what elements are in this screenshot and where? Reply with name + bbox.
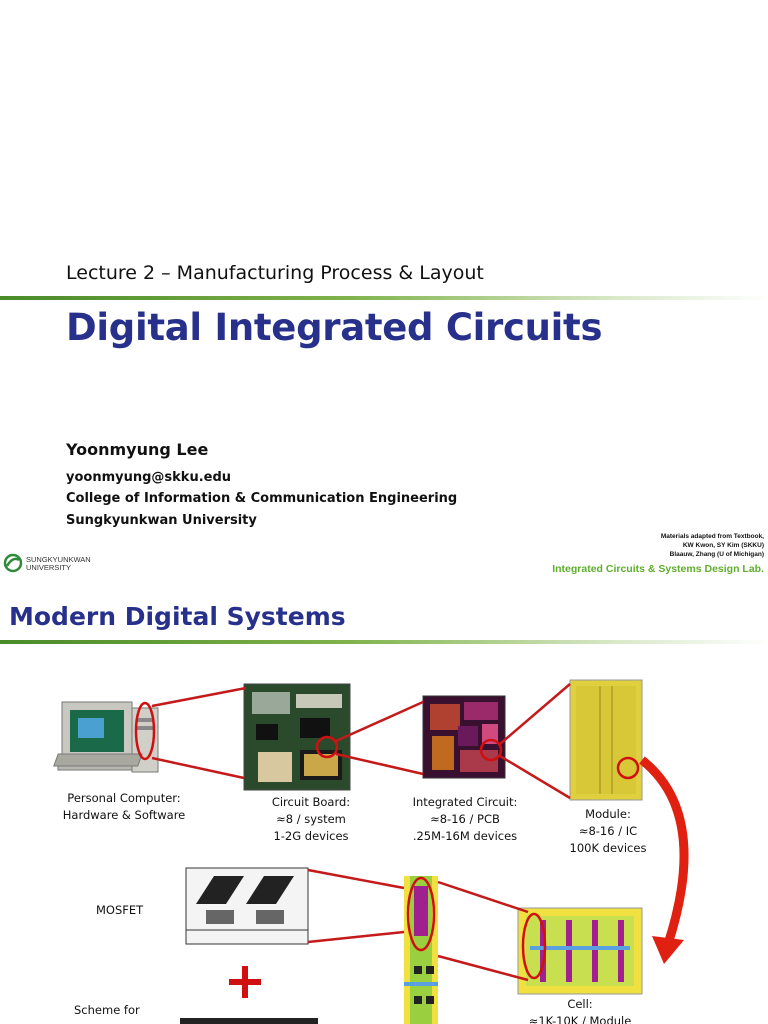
caption-line: 100K devices <box>569 841 647 855</box>
plus-icon <box>229 966 261 998</box>
cell-highlight-circle <box>521 912 547 980</box>
caption-line: Circuit Board: <box>271 795 351 809</box>
pc-highlight-circle <box>134 701 156 761</box>
university-logo-icon <box>3 553 23 573</box>
caption-line: ≈8 / system <box>276 812 346 826</box>
logo-text: SUNGKYUNKWAN UNIVERSITY <box>26 556 91 572</box>
cell-caption: Cell: ≈1K-10K / Module <box>510 996 650 1024</box>
connector-lines <box>151 683 571 800</box>
pc-caption: Personal Computer: Hardware & Software <box>44 790 204 824</box>
module-highlight-circle <box>616 756 640 780</box>
personal-computer-icon <box>53 701 159 773</box>
mosfet-label: MOSFET <box>96 903 144 917</box>
lab-name: Integrated Circuits & Systems Design Lab… <box>552 563 764 575</box>
ic-highlight-circle <box>479 738 503 762</box>
author-name: Yoonmyung Lee <box>66 440 209 459</box>
caption-line: Cell: <box>567 997 593 1011</box>
slide-title: Digital Integrated Circuits <box>66 306 603 349</box>
scheme-graphic <box>180 1018 318 1024</box>
author-college: College of Information & Communication E… <box>66 491 458 506</box>
module-to-cell-arrow <box>639 756 689 946</box>
ic-caption: Integrated Circuit: ≈8-16 / PCB .25M-16M… <box>390 794 540 845</box>
cell-layout-icon <box>517 907 643 995</box>
title-slide: Lecture 2 – Manufacturing Process & Layo… <box>0 262 768 575</box>
credits-line: Materials adapted from Textbook, <box>660 533 764 540</box>
caption-line: ≈8-16 / PCB <box>430 812 500 826</box>
author-university: Sungkyunkwan University <box>66 513 257 528</box>
board-highlight-circle <box>315 735 339 759</box>
hierarchy-diagram <box>53 679 689 1024</box>
credits: Materials adapted from Textbook, KW Kwon… <box>661 532 764 559</box>
strip-highlight-circle <box>406 876 436 952</box>
credits-line: Blaauw, Zhang (U of Michigan) <box>669 551 764 558</box>
arrow-head-icon <box>652 936 684 964</box>
caption-line: Module: <box>585 807 631 821</box>
caption-line: ≈1K-10K / Module <box>528 1014 632 1024</box>
connector-lines-bottom <box>307 868 529 982</box>
mosfet-icon <box>185 867 309 945</box>
integrated-circuit-icon <box>422 695 506 779</box>
author-email: yoonmyung@skku.edu <box>66 470 232 485</box>
credits-line: KW Kwon, SY Kim (SKKU) <box>682 542 764 549</box>
caption-line: 1-2G devices <box>273 829 349 843</box>
logo-text-line: SUNGKYUNKWAN <box>26 555 91 564</box>
title-divider <box>0 296 768 300</box>
lecture-subtitle: Lecture 2 – Manufacturing Process & Layo… <box>66 262 484 284</box>
title-divider <box>0 640 768 644</box>
scheme-label: Scheme for <box>74 1003 140 1017</box>
board-caption: Circuit Board: ≈8 / system 1-2G devices <box>236 794 386 845</box>
caption-line: ≈8-16 / IC <box>578 824 638 838</box>
module-caption: Module: ≈8-16 / IC 100K devices <box>556 806 660 857</box>
caption-line: Integrated Circuit: <box>412 795 518 809</box>
caption-line: Personal Computer: <box>67 791 181 805</box>
circuit-board-icon <box>243 683 351 791</box>
module-icon <box>569 679 643 801</box>
caption-line: .25M-16M devices <box>412 829 518 843</box>
modern-digital-systems-slide: Modern Digital Systems <box>0 584 768 1024</box>
logo-text-line: UNIVERSITY <box>26 563 72 572</box>
slide-title: Modern Digital Systems <box>9 602 346 631</box>
caption-line: Hardware & Software <box>62 808 186 822</box>
